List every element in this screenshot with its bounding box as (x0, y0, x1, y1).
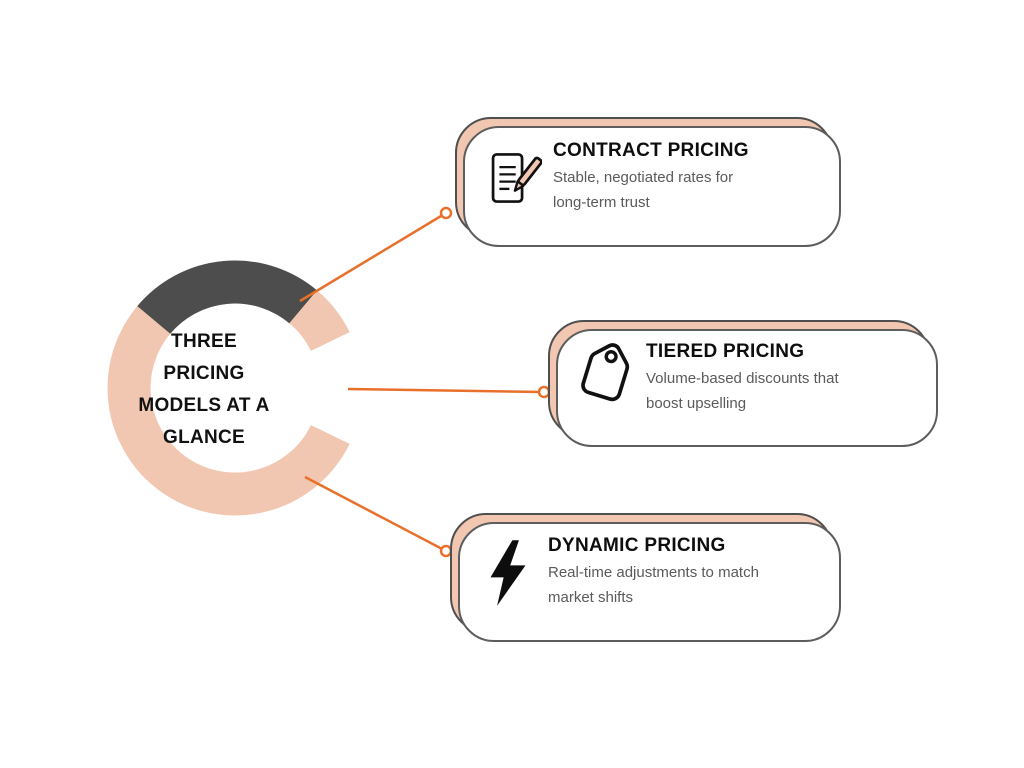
contract-document-pen-icon (473, 149, 553, 207)
card-description: Volume-based discounts that boost upsell… (646, 370, 839, 412)
center-title-line: MODELS AT A (138, 395, 270, 416)
card-description: Stable, negotiated rates for long-term t… (553, 168, 734, 211)
center-title-line: GLANCE (162, 427, 246, 448)
card-description: Real-time adjustments to match market sh… (548, 564, 759, 606)
connector-endpoint-circle (439, 206, 453, 220)
center-title-line: THREE (171, 331, 237, 352)
connector-line-contract (299, 211, 447, 303)
connector-line-dynamic (304, 475, 447, 553)
card-dynamic-pricing: DYNAMIC PRICING Real-time adjustments to… (450, 513, 833, 633)
center-title-line: PRICING (163, 363, 245, 384)
card-contract-pricing: CONTRACT PRICING Stable, negotiated rate… (455, 117, 833, 238)
lightning-bolt-icon (468, 538, 548, 608)
card-tiered-pricing: TIERED PRICING Volume-based discounts th… (548, 320, 930, 438)
card-title: TIERED PRICING (646, 341, 805, 363)
card-title: CONTRACT PRICING (553, 139, 749, 161)
center-title: THREE PRICING MODELS AT A GLANCE (118, 326, 290, 454)
card-title: DYNAMIC PRICING (548, 535, 726, 557)
donut-ring-dark-segment (137, 260, 317, 335)
price-tag-icon (566, 342, 646, 416)
connector-line-tiered (347, 387, 545, 394)
